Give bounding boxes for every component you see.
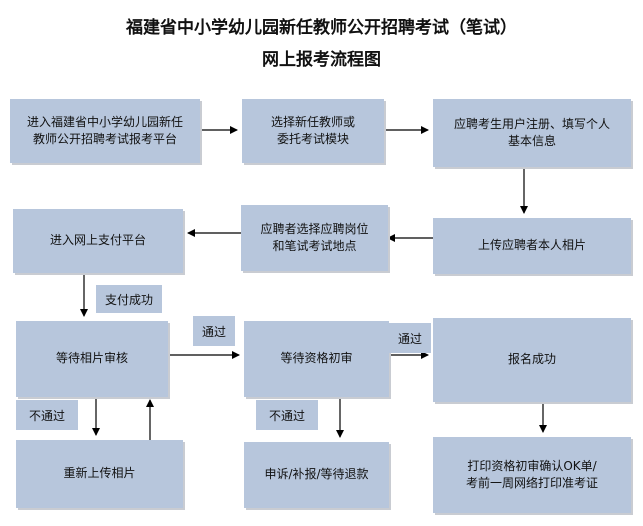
node-upload-photo: 上传应聘者本人相片 xyxy=(433,218,631,274)
node-wait-photo-review-text: 等待相片审核 xyxy=(55,351,128,366)
node-reupload-photo-text: 重新上传相片 xyxy=(63,466,136,481)
node-upload-photo-text: 上传应聘者本人相片 xyxy=(477,238,586,253)
label-pass-1: 通过 xyxy=(193,316,235,346)
label-pay-success: 支付成功 xyxy=(96,285,162,313)
node-print-ticket-text: 打印资格初审确认OK单/ 考前一周网络打印准考证 xyxy=(465,458,598,490)
node-register-text: 应聘考生用户注册、填写个人 基本信息 xyxy=(453,116,610,148)
node-select-module-text: 选择新任教师或 委托考试模块 xyxy=(270,114,355,146)
node-appeal: 申诉/补报/等待退款 xyxy=(244,442,389,508)
node-wait-qualification-text: 等待资格初审 xyxy=(280,351,353,366)
node-appeal-text: 申诉/补报/等待退款 xyxy=(264,467,369,482)
diagram-subtitle: 网上报考流程图 xyxy=(262,50,381,70)
node-select-module: 选择新任教师或 委托考试模块 xyxy=(242,99,384,163)
label-fail-1: 不通过 xyxy=(16,400,78,430)
diagram-title: 福建省中小学幼儿园新任教师公开招聘考试（笔试） xyxy=(126,18,517,38)
node-print-ticket: 打印资格初审确认OK单/ 考前一周网络打印准考证 xyxy=(433,437,631,513)
node-select-position: 应聘者选择应聘岗位 和笔试考试地点 xyxy=(241,205,388,271)
node-enter-payment-text: 进入网上支付平台 xyxy=(49,233,146,248)
label-fail-2: 不通过 xyxy=(256,400,318,430)
label-pass-2: 通过 xyxy=(389,323,431,353)
node-enter-payment: 进入网上支付平台 xyxy=(13,209,183,273)
node-enter-platform: 进入福建省中小学幼儿园新任 教师公开招聘考试报考平台 xyxy=(10,99,200,163)
node-enter-platform-text: 进入福建省中小学幼儿园新任 教师公开招聘考试报考平台 xyxy=(26,114,183,146)
node-reupload-photo: 重新上传相片 xyxy=(16,440,183,508)
node-select-position-text: 应聘者选择应聘岗位 和笔试考试地点 xyxy=(260,221,369,253)
node-wait-photo-review: 等待相片审核 xyxy=(16,321,168,397)
node-wait-qualification: 等待资格初审 xyxy=(244,321,389,397)
node-signup-success-text: 报名成功 xyxy=(507,352,556,367)
node-register: 应聘考生用户注册、填写个人 基本信息 xyxy=(433,99,631,167)
node-signup-success: 报名成功 xyxy=(433,318,631,402)
